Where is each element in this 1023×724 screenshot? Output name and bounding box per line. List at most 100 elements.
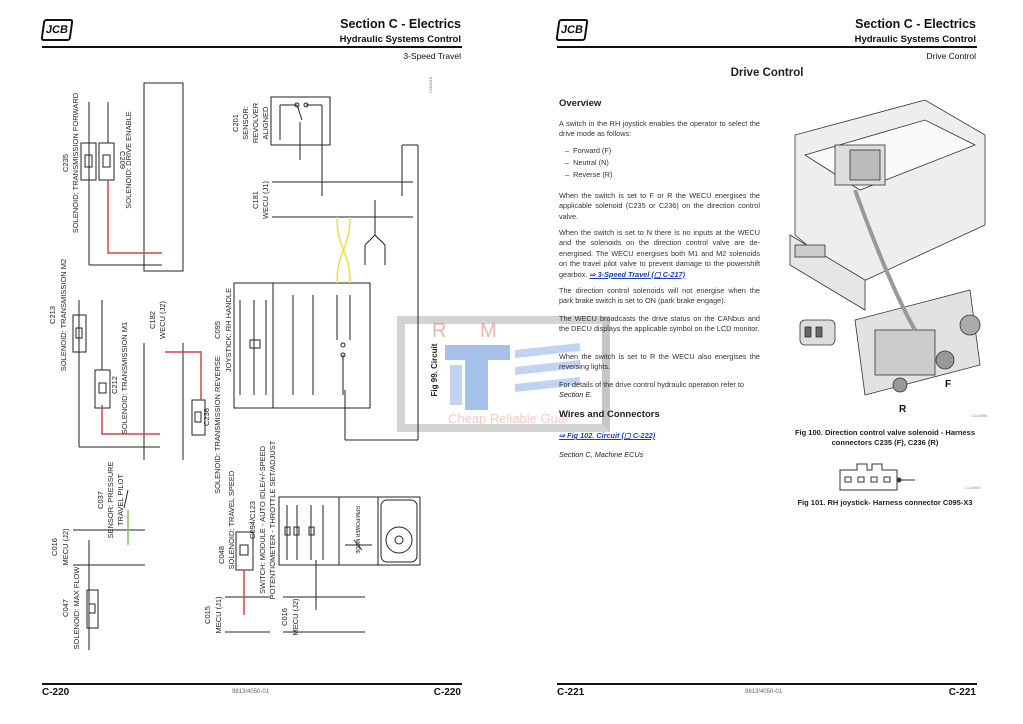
list-item-neutral: Neutral (N) [573, 158, 609, 167]
c213-label: SOLENOID: TRANSMISSION M2 [59, 259, 68, 371]
c235-id: C235 [61, 154, 70, 172]
c047-solenoid-box [86, 589, 99, 629]
link-fig-102[interactable]: ⇨ Fig 102. Circuit (▢ C-222) [559, 431, 656, 440]
pointer-arrow [853, 189, 917, 331]
watermark-logo: R M Cheap Reliable Guar [432, 320, 580, 425]
section-title: Section C - Electrics [340, 17, 461, 31]
c047-label: SOLENOID: MAX FLOW [72, 566, 81, 650]
c236-solenoid-box [191, 399, 206, 436]
c016a-label: MECU (J2) [61, 528, 70, 566]
c212-label: SOLENOID: TRANSMISSION M1 [120, 322, 129, 434]
paragraph-3-text: When the switch is set to N there is no … [559, 228, 760, 279]
paragraph-7: For details of the drive control hydraul… [559, 380, 760, 401]
footer-rule [42, 683, 462, 685]
c209-id: C209 [118, 151, 127, 169]
watermark-letters: R M [432, 320, 511, 342]
c236-id: C236 [202, 408, 211, 426]
c037-label-1: SENSOR: PRESSURE [106, 461, 115, 538]
c095-label: JOYSTICK: RH HANDLE [224, 288, 233, 372]
figure-caption: Fig 99. Circuit [430, 343, 439, 396]
c037-label-2: TRAVEL PILOT [116, 474, 125, 527]
overview-heading: Overview [559, 98, 602, 109]
jcb-logo: JCB [555, 19, 589, 41]
c235-label: SOLENOID: TRANSMISSION FORWARD [71, 92, 80, 233]
switch-module-box [278, 496, 421, 566]
c182-id: C182 [148, 311, 157, 329]
c212-id: C212 [110, 376, 119, 394]
c015-label: MECU (J1) [214, 596, 223, 634]
machine-ecus-ref: Section C, Machine ECUs [559, 450, 644, 459]
c037-id: C037 [96, 491, 105, 509]
direction-valve-illustration: F R C126696 [789, 99, 988, 418]
paragraph-1: A switch in the RH joystick enables the … [559, 119, 760, 139]
fig-100-caption: Fig 100. Direction control valve solenoi… [794, 428, 976, 447]
red-wire-c236 [165, 351, 202, 400]
c094-label-2: POTENTIOMETER - THROTTLE SET/ADJUST [268, 440, 277, 599]
c236-label: SOLENOID: TRANSMISSION REVERSE [213, 356, 222, 494]
header-rule [42, 46, 462, 48]
fig-101-caption: Fig 101. RH joystick- Harness connector … [797, 498, 973, 507]
footer-rule [557, 683, 977, 685]
fig100-id: C126696 [971, 413, 988, 418]
list-item-reverse: Reverse (R) [573, 170, 613, 179]
link-3-speed-travel[interactable]: ⇨ 3-Speed Travel (▢ C-217) [589, 269, 686, 279]
figure-id: C181818 [428, 76, 433, 93]
c209-label: SOLENOID: DRIVE ENABLE [124, 111, 133, 209]
topic-title: Drive Control [926, 51, 976, 61]
section-e-ref: Section E. [559, 390, 593, 400]
watermark-frame [397, 316, 610, 432]
c201-label-2: REVOLVER [251, 102, 260, 143]
c094-label-1: SWITCH: MODULE - AUTO IDLE/+/-SPEED [258, 445, 267, 594]
page-number-right: C-220 [433, 687, 461, 698]
c048-label: SOLENOID: TRAVEL SPEED [227, 470, 236, 569]
page-number-left: C-221 [557, 687, 585, 698]
label-f: F [945, 379, 951, 390]
fig101-id: C126697 [965, 485, 982, 490]
c181-label: WECU (J1) [261, 181, 270, 219]
c212-solenoid-box [94, 369, 111, 409]
c201-id: C201 [231, 114, 240, 132]
paragraph-7-text: For details of the drive control hydraul… [559, 380, 744, 389]
c181-id: C181 [251, 191, 260, 209]
watermark-tagline: Cheap Reliable Guar [448, 411, 570, 425]
circuit-diagram: C235 SOLENOID: TRANSMISSION FORWARD C209… [48, 76, 439, 650]
c209-solenoid-box [98, 142, 115, 181]
c094-id: C094/C123 [248, 501, 257, 539]
list-item: – Reverse (R) [565, 170, 613, 179]
ecu-connector-box [143, 82, 184, 272]
c201-label-3: ALIGNED [261, 106, 270, 140]
header-rule [557, 46, 977, 48]
paragraph-3: When the switch is set to N there is no … [559, 228, 760, 280]
page-number-right: C-221 [948, 687, 976, 698]
label-r: R [899, 404, 907, 415]
c095-id: C095 [213, 321, 222, 339]
c016a-id: C016 [50, 538, 59, 556]
subsection-title: Hydraulic Systems Control [854, 34, 976, 45]
paragraph-5: The WECU broadcasts the drive status on … [559, 314, 760, 334]
topic-title: 3-Speed Travel [403, 51, 461, 61]
doc-number: 9813/4050-01 [745, 689, 783, 695]
c047-id: C047 [61, 599, 70, 617]
c016b-id: C016 [280, 608, 289, 626]
c213-id: C213 [48, 306, 57, 324]
c048-id: C048 [217, 546, 226, 564]
c182-label: WECU (J2) [158, 301, 167, 339]
page-number-left: C-220 [42, 687, 70, 698]
list-item: – Forward (F) [565, 146, 612, 155]
c201-label-1: SENSOR: [241, 106, 250, 140]
red-wire-c209 [107, 180, 162, 254]
rpm-mode-label: RPM/POWER MODE [354, 506, 360, 554]
list-item: – Neutral (N) [565, 158, 609, 167]
red-wire-c212 [101, 405, 160, 435]
wires-heading: Wires and Connectors [559, 409, 660, 420]
fig-102-link-row: ⇨ Fig 102. Circuit (▢ C-222) [559, 431, 760, 441]
paragraph-4: The direction control solenoids will not… [559, 286, 760, 306]
page-title: Drive Control [730, 67, 804, 79]
paragraph-2: When the switch is set to F or R the WEC… [559, 191, 760, 221]
harness-connector-illustration: C126697 [839, 463, 982, 491]
c015-id: C015 [203, 606, 212, 624]
doc-number: 9813/4050-01 [232, 689, 270, 695]
subsection-title: Hydraulic Systems Control [339, 34, 461, 45]
list-item-forward: Forward (F) [573, 146, 612, 155]
c016b-label: MECU (J2) [291, 598, 300, 636]
